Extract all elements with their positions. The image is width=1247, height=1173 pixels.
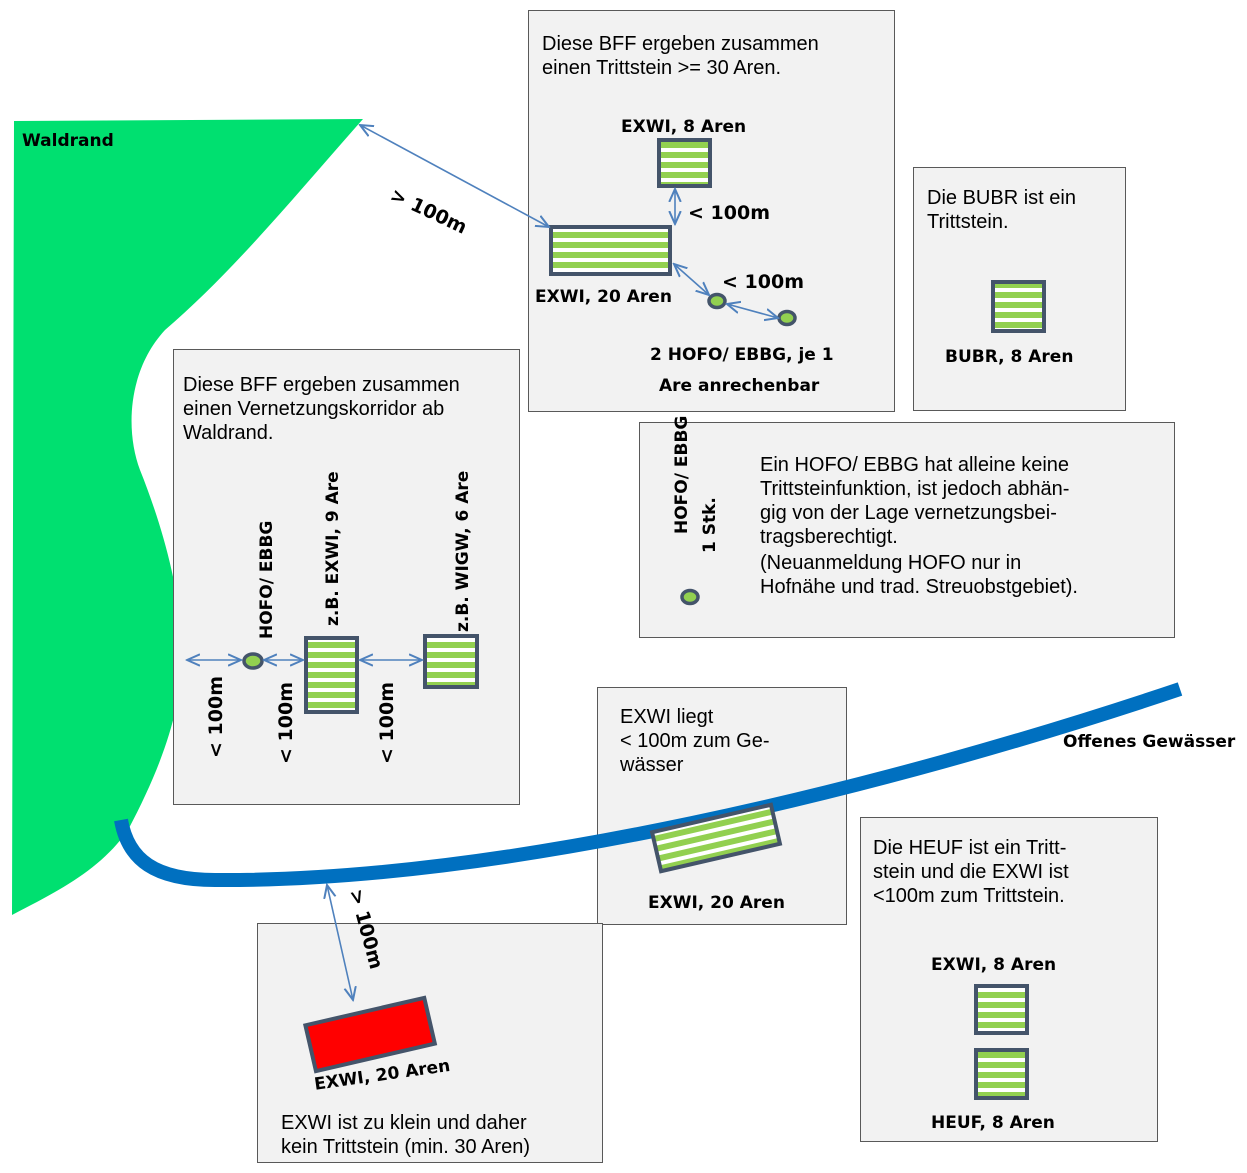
forest-area [12, 119, 363, 915]
stepping-stone-group-text: Diese BFF ergeben zusammen einen Trittst… [542, 33, 819, 79]
small-panel-text: EXWI ist zu klein und daher kein Trittst… [281, 1112, 530, 1158]
label-exwi-20: EXWI, 20 Aren [535, 287, 672, 307]
label-water-exwi: EXWI, 20 Aren [648, 893, 785, 913]
meadow-exwi-20-too-small [302, 995, 438, 1074]
meadow-heuf-8 [974, 1048, 1029, 1100]
hofo-note: (Neuanmeldung HOFO nur in Hofnähe und tr… [760, 552, 1078, 598]
corridor-text: Diese BFF ergeben zusammen einen Vernetz… [183, 374, 460, 444]
label-heuf-exwi: EXWI, 8 Aren [931, 955, 1057, 975]
label-corridor-wigw: z.B. WIGW, 6 Are [453, 470, 473, 632]
meadow-exwi-20-water [649, 802, 783, 874]
distance-arrow [327, 885, 353, 1000]
hofo-label-2: 1 Stk. [700, 497, 720, 553]
distance-arrow [360, 125, 549, 227]
tree-marker [707, 292, 727, 310]
meadow-exwi-20 [549, 225, 672, 276]
dist-diagonal-label: < 100m [722, 271, 804, 293]
forest-label: Waldrand [22, 131, 114, 151]
corridor-dist-2: < 100m [275, 682, 297, 764]
bubr-text: Die BUBR ist ein Trittstein. [927, 187, 1076, 233]
corridor-panel: Diese BFF ergeben zusammen einen Vernetz… [173, 349, 520, 805]
water-panel: EXWI liegt < 100m zum Ge- wässer [597, 687, 847, 925]
hofo-text: Ein HOFO/ EBBG hat alleine keine Trittst… [760, 454, 1070, 548]
meadow-wigw-6 [423, 634, 479, 689]
stepping-stone-group-panel: Diese BFF ergeben zusammen einen Trittst… [528, 10, 895, 412]
water-panel-text: EXWI liegt < 100m zum Ge- wässer [620, 706, 770, 776]
label-corridor-exwi: z.B. EXWI, 9 Are [323, 471, 343, 626]
corridor-dist-1: < 100m [205, 676, 227, 758]
water-label: Offenes Gewässer [1063, 732, 1236, 752]
label-bubr: BUBR, 8 Aren [945, 347, 1074, 367]
tree-marker [777, 309, 797, 327]
corridor-dist-3: < 100m [376, 682, 398, 764]
meadow-exwi-8-heuf [974, 984, 1029, 1035]
hofo-label-1: HOFO/ EBBG [672, 415, 692, 534]
distance-arrow [674, 264, 709, 295]
label-trees-line2: Are anrechenbar [659, 376, 820, 396]
label-corridor-tree: HOFO/ EBBG [257, 520, 277, 639]
label-exwi-8: EXWI, 8 Aren [621, 117, 747, 137]
dist-vertical-label: < 100m [688, 202, 770, 224]
distance-arrow [727, 304, 778, 318]
heuf-text: Die HEUF ist ein Tritt- stein und die EX… [873, 837, 1069, 907]
hofo-panel: Ein HOFO/ EBBG hat alleine keine Trittst… [639, 422, 1175, 638]
river [114, 682, 1183, 888]
meadow-exwi-9 [304, 636, 359, 714]
label-trees-line1: 2 HOFO/ EBBG, je 1 [650, 345, 834, 365]
meadow-bubr [991, 280, 1046, 333]
tree-marker [680, 588, 700, 606]
label-heuf: HEUF, 8 Aren [931, 1113, 1055, 1133]
meadow-exwi-8 [657, 138, 712, 188]
heuf-panel: Die HEUF ist ein Tritt- stein und die EX… [860, 817, 1158, 1142]
tree-marker [242, 652, 264, 670]
